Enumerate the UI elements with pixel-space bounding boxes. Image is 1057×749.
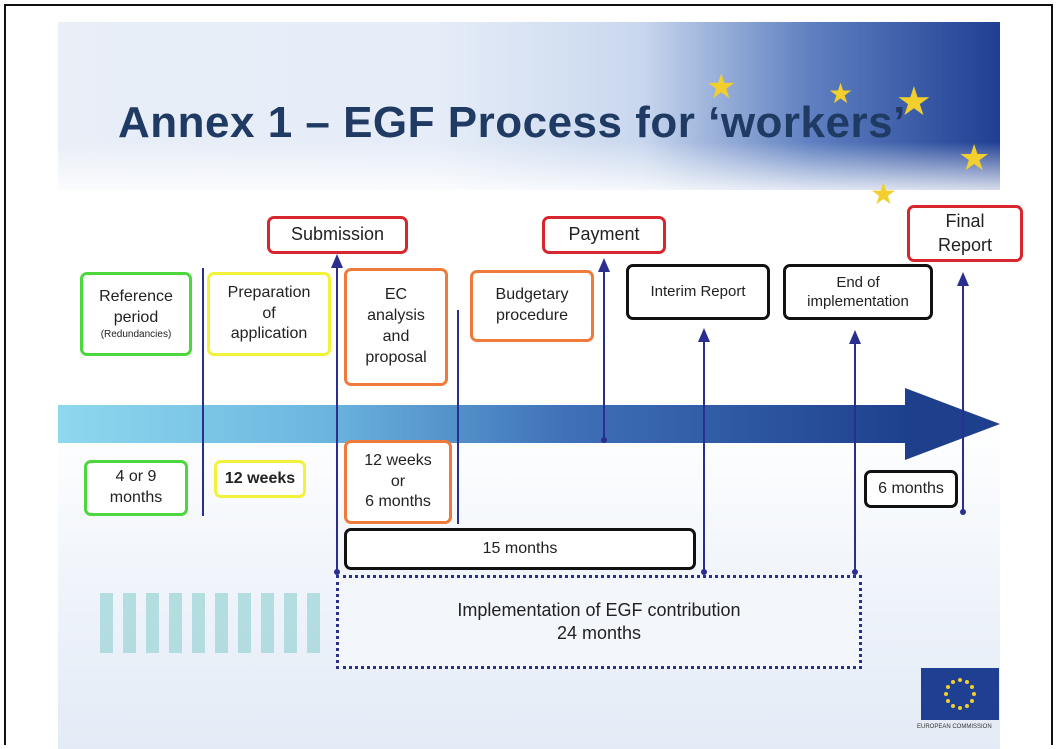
submission-label: Submission [290, 224, 385, 245]
star-icon: ★ [958, 137, 991, 178]
implementation-line2: 24 months [556, 623, 642, 643]
fifteen-months-box: 15 months [344, 528, 696, 570]
implementation-line1: Implementation of EGF contribution [457, 599, 741, 620]
eu-stars-icon [944, 678, 976, 710]
final-report-line2: Report [937, 234, 993, 255]
ec-line4: proposal [365, 348, 427, 366]
eu-flag-logo [921, 668, 999, 720]
stripe-decoration [100, 593, 330, 653]
payment-label: Payment [568, 224, 640, 245]
star-icon: ★ [706, 68, 737, 106]
interim-report-label: Interim Report [650, 283, 746, 301]
final-report-box: Final Report [907, 205, 1023, 262]
reference-line2: period [113, 308, 159, 326]
end-impl-box: End of implementation [783, 264, 933, 320]
ec-analysis-box: EC analysis and proposal [344, 268, 448, 386]
ec-duration-line3: 6 months [365, 493, 431, 511]
ec-line3: and [382, 328, 410, 345]
timeline-bar [58, 405, 918, 443]
budgetary-line1: Budgetary [495, 286, 569, 304]
page-title: Annex 1 – EGF Process for ‘workers’ [118, 98, 906, 147]
budgetary-box: Budgetary procedure [470, 270, 594, 342]
timeline-arrowhead [905, 388, 1000, 460]
preparation-box: Preparation of application [207, 272, 331, 356]
reference-line1: Reference [99, 287, 173, 305]
star-icon: ★ [828, 78, 854, 109]
reference-period-box: Reference period (Redundancies) [80, 272, 192, 356]
payment-box: Payment [542, 216, 666, 254]
final-duration-box: 6 months [864, 470, 958, 508]
preparation-line2: of [262, 304, 276, 322]
ref-duration-line1: 4 or 9 [115, 468, 157, 486]
eu-caption: EUROPEAN COMMISSION [917, 724, 992, 730]
ref-duration-line2: months [109, 489, 163, 506]
ref-duration-box: 4 or 9 months [84, 460, 188, 516]
submission-box: Submission [267, 216, 408, 254]
star-icon: ★ [870, 178, 897, 211]
banner-fade [58, 142, 1000, 192]
slide-frame [4, 4, 1053, 745]
preparation-line1: Preparation [227, 283, 311, 301]
ec-line2: analysis [367, 307, 425, 325]
ec-line1: EC [384, 286, 408, 304]
star-icon: ★ [896, 80, 932, 124]
final-report-line1: Final [945, 211, 985, 232]
interim-report-box: Interim Report [626, 264, 770, 320]
ec-duration-line2: or [390, 472, 406, 490]
preparation-line3: application [230, 325, 308, 343]
end-impl-line1: End of [836, 273, 880, 291]
end-impl-line2: implementation [807, 293, 909, 310]
ec-duration-box: 12 weeks or 6 months [344, 440, 452, 524]
final-duration-label: 6 months [878, 479, 944, 497]
budgetary-line2: procedure [495, 307, 569, 324]
prep-duration-box: 12 weeks [214, 460, 306, 498]
reference-note: (Redundancies) [100, 329, 172, 341]
implementation-box: Implementation of EGF contribution 24 mo… [336, 575, 862, 669]
fifteen-months-label: 15 months [482, 539, 558, 557]
ec-duration-line1: 12 weeks [364, 451, 432, 469]
prep-duration-label: 12 weeks [224, 469, 296, 487]
